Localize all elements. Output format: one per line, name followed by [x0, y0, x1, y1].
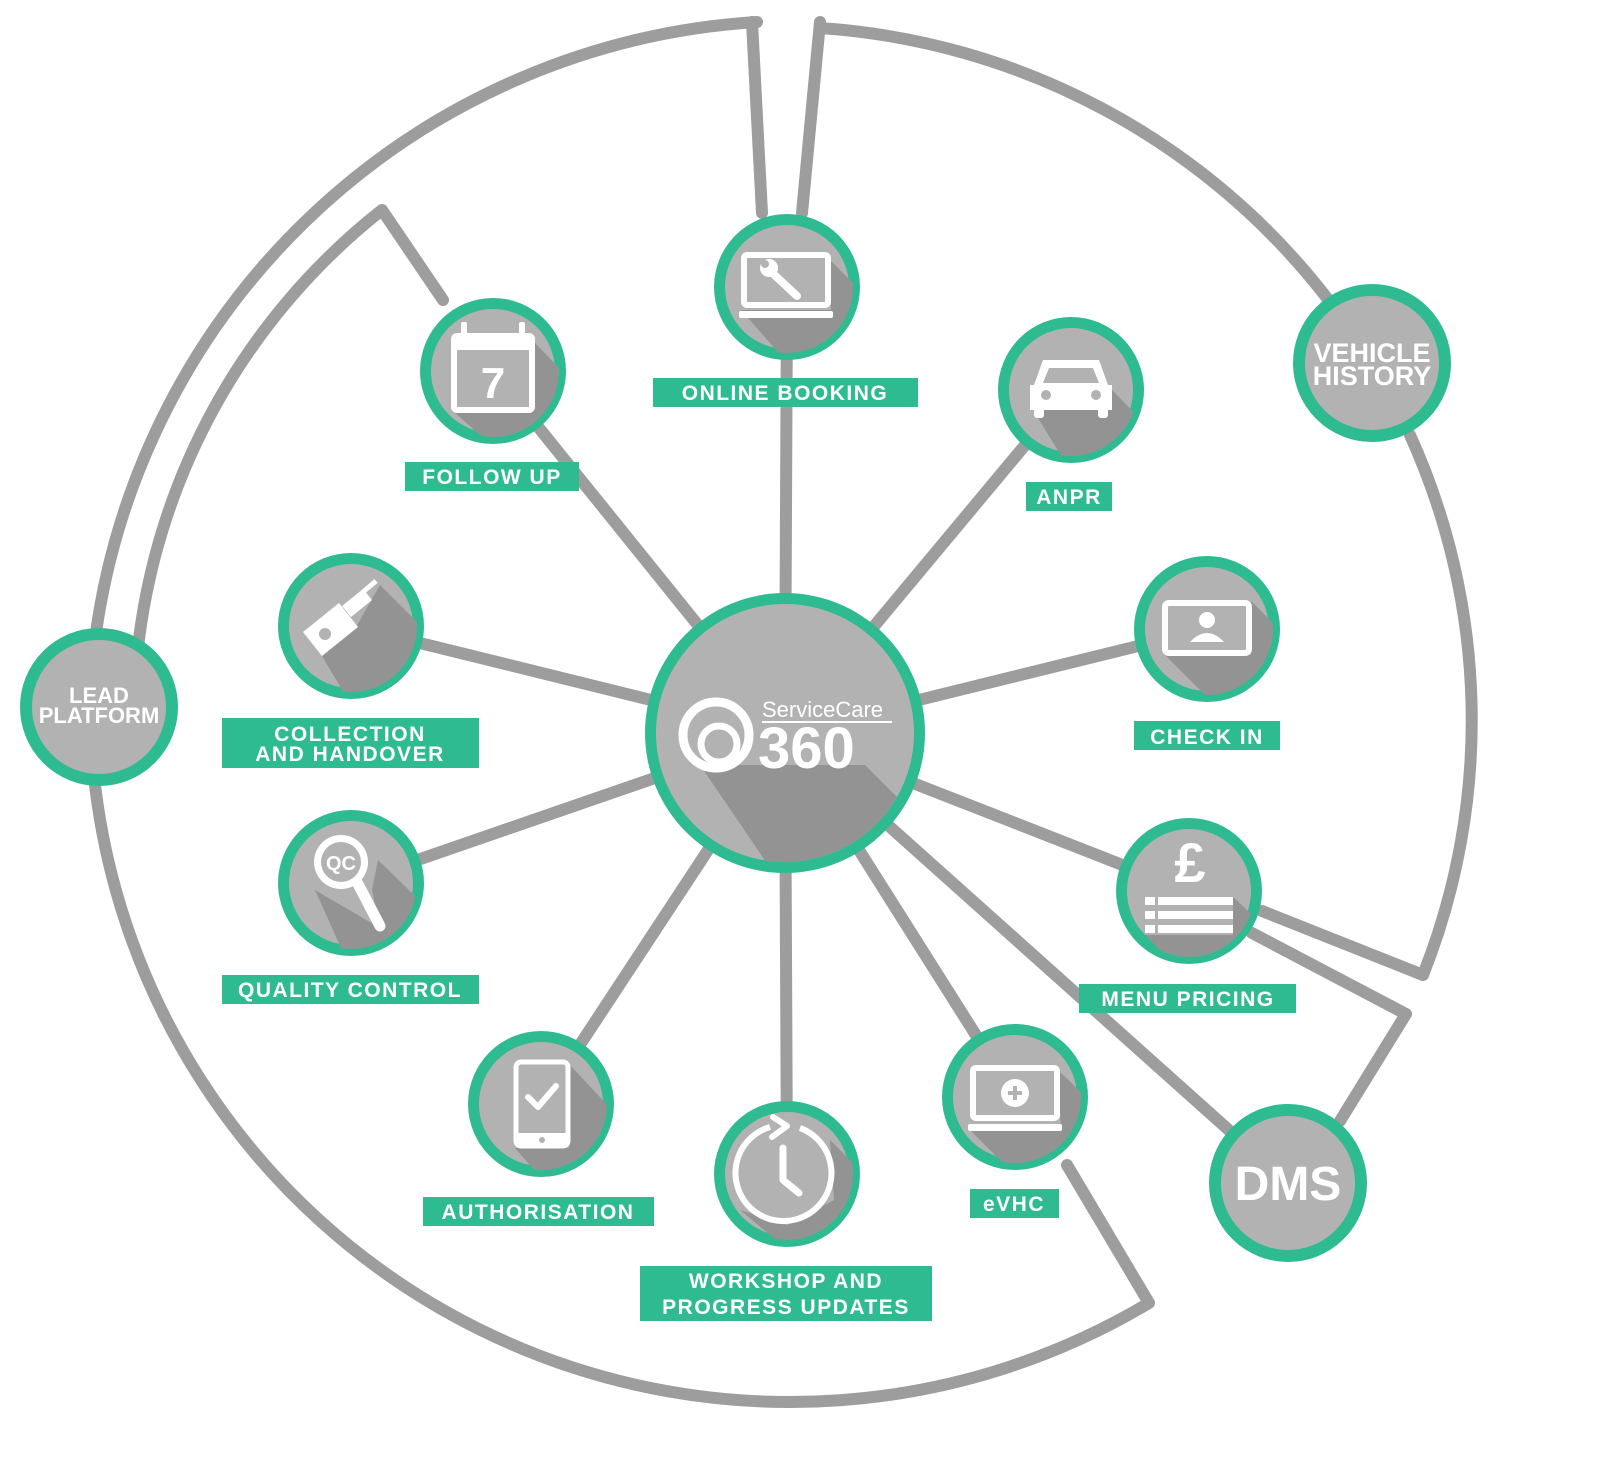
node-label: eVHC	[983, 1193, 1045, 1216]
laptop-wrench-icon	[739, 252, 833, 318]
hub-number-text: 360	[758, 716, 855, 781]
magnifier-qc-icon: QC	[314, 835, 386, 932]
pound-list-icon: £	[1145, 831, 1233, 933]
node-check-in: CHECK IN	[1134, 556, 1280, 750]
node-quality-control: QC QUALITY CONTROL	[222, 810, 479, 1004]
tablet-check-icon	[513, 1059, 571, 1149]
qc-text: QC	[326, 853, 356, 875]
node-label: ONLINE BOOKING	[682, 382, 889, 405]
outer-node-vehicle-history: VEHICLE HISTORY	[1293, 284, 1451, 442]
node-label: ANPR	[1036, 486, 1102, 509]
laptop-plus-icon	[968, 1065, 1062, 1131]
pound-symbol: £	[1174, 831, 1205, 894]
node-collection: COLLECTION AND HANDOVER	[222, 553, 479, 768]
node-label: WORKSHOP AND	[689, 1270, 883, 1293]
outer-node-line: LEAD	[69, 683, 129, 708]
node-label: QUALITY CONTROL	[238, 979, 462, 1002]
node-label: AUTHORISATION	[442, 1201, 635, 1224]
hub-brand-text: ServiceCare	[762, 697, 883, 722]
car-key-icon	[303, 579, 378, 656]
node-label: MENU PRICING	[1101, 988, 1274, 1011]
follow-up-arc	[131, 204, 449, 663]
online-booking-spur	[746, 16, 826, 219]
outer-node-line: HISTORY	[1313, 361, 1432, 391]
servicecare-logo-icon	[678, 697, 754, 773]
node-menu-pricing: £ MENU PRICING	[1079, 818, 1296, 1013]
calendar-7-icon: 7	[451, 322, 535, 413]
node-evhc: eVHC	[942, 1024, 1088, 1218]
node-label: FOLLOW UP	[422, 466, 561, 489]
node-anpr: ANPR	[998, 317, 1144, 511]
outer-node-line: DMS	[1235, 1158, 1342, 1211]
node-label: COLLECTION	[274, 723, 426, 746]
node-follow-up: 7 FOLLOW UP	[405, 298, 579, 491]
outer-loop-path	[86, 16, 1155, 1409]
hub-servicecare-360: ServiceCare 360	[645, 593, 925, 873]
vehicle-history-arc	[814, 22, 1478, 981]
car-icon	[1030, 360, 1112, 418]
node-authorisation: AUTHORISATION	[423, 1031, 654, 1226]
clock-icon	[732, 1114, 835, 1225]
outer-node-dms: DMS	[1209, 1104, 1367, 1262]
node-label: AND HANDOVER	[255, 743, 445, 766]
outer-node-line: VEHICLE	[1313, 338, 1430, 368]
dms-arc	[1246, 927, 1412, 1127]
outer-node-line: PLATFORM	[39, 703, 160, 728]
node-label: CHECK IN	[1150, 726, 1264, 749]
calendar-day-text: 7	[481, 359, 505, 408]
outer-node-lead-platform: LEAD PLATFORM	[20, 628, 178, 786]
id-card-icon	[1162, 600, 1252, 656]
node-online-booking: ONLINE BOOKING	[653, 214, 918, 407]
node-workshop: WORKSHOP AND PROGRESS UPDATES	[640, 1101, 932, 1321]
node-label: PROGRESS UPDATES	[662, 1296, 910, 1319]
